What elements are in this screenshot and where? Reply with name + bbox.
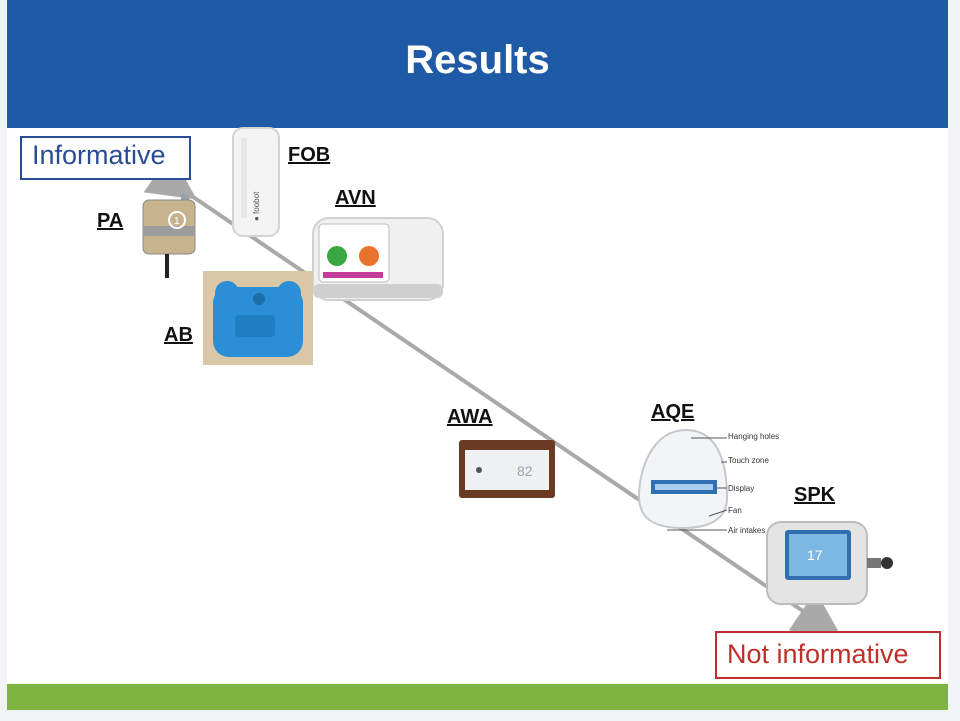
- svg-text:● foobot: ● foobot: [252, 191, 261, 221]
- awa-label: AWA: [447, 406, 493, 428]
- ranking-arrow: [143, 152, 842, 638]
- informative-label: Informative: [20, 136, 191, 180]
- aqe-callout-display: Display: [728, 484, 755, 493]
- svg-text:1: 1: [174, 216, 180, 227]
- spk-label: SPK: [794, 484, 836, 506]
- aqe-callout-air-intakes: Air intakes: [728, 526, 766, 535]
- title-bar: Results: [7, 0, 948, 128]
- aqe-callout-touch-zone: Touch zone: [728, 456, 769, 465]
- aqe-callout-fan: Fan: [728, 506, 742, 515]
- pa-label: PA: [97, 210, 124, 232]
- ab-device-image: [203, 271, 313, 370]
- aqe-device-image: [631, 424, 801, 549]
- pa-device-image: 1: [137, 192, 207, 287]
- not-informative-label: Not informative: [715, 631, 941, 679]
- awa-display-value: 82: [517, 463, 533, 479]
- fob-label: FOB: [288, 144, 331, 166]
- slide: Results Informative Not informative ● fo…: [7, 0, 948, 710]
- spk-device-image: 17: [763, 518, 895, 615]
- avn-device-image: [307, 214, 447, 311]
- avn-label: AVN: [335, 187, 376, 209]
- awa-device-image: 82: [459, 440, 555, 505]
- spk-display-value: 17: [807, 547, 823, 563]
- aqe-label: AQE: [651, 401, 695, 423]
- footer-bar: [7, 684, 948, 710]
- aqe-callout-hanging-holes: Hanging holes: [728, 432, 780, 441]
- ab-label: AB: [164, 324, 193, 346]
- slide-title: Results: [405, 38, 550, 82]
- fob-device-image: ● foobot: [231, 126, 283, 245]
